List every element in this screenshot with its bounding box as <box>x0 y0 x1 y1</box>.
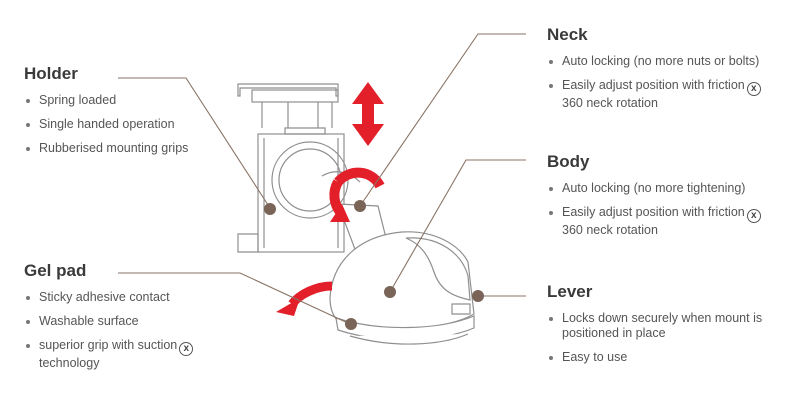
body-list: Auto locking (no more tightening) Easily… <box>547 181 761 238</box>
neck-dot <box>354 200 366 212</box>
list-item-text: superior grip with suction <box>39 338 178 352</box>
lever-title: Lever <box>547 282 593 301</box>
body-dome <box>329 231 475 345</box>
gel-pad-list: Sticky adhesive contact Washable surface… <box>24 290 194 371</box>
list-item-continuation: 360 neck rotation <box>562 223 658 237</box>
list-item: Auto locking (no more nuts or bolts) <box>547 54 761 69</box>
lever-list: Locks down securely when mount is positi… <box>547 311 762 365</box>
leader-lines <box>118 33 526 325</box>
body-leader <box>389 159 526 293</box>
neck-title: Neck <box>547 25 588 44</box>
neck-rotation-arrowhead <box>330 204 350 222</box>
list-item: Locks down securely when mount is positi… <box>547 311 762 341</box>
list-item: Spring loaded <box>24 93 188 108</box>
list-item-text: Easily adjust position with friction <box>562 205 745 219</box>
tilt-arrowhead <box>276 298 300 316</box>
body-dot <box>384 286 396 298</box>
holder-leader <box>118 77 271 209</box>
neck-list: Auto locking (no more nuts or bolts) Eas… <box>547 54 761 111</box>
x-circle-icon: x <box>746 209 761 223</box>
neck-leader <box>359 33 526 207</box>
list-item: Single handed operation <box>24 117 188 132</box>
gel-pad-dot <box>345 318 357 330</box>
list-item-continuation: 360 neck rotation <box>562 96 658 110</box>
list-item: Washable surface <box>24 314 193 329</box>
body-title: Body <box>547 152 590 171</box>
holder-list: Spring loaded Single handed operation Ru… <box>24 93 188 156</box>
list-item: Easy to use <box>547 350 762 365</box>
gel-pad-callout: Gel pad Sticky adhesive contact Washable… <box>24 261 194 371</box>
list-item-continuation: positioned in place <box>562 326 666 340</box>
lever-dot <box>472 290 484 302</box>
list-item-text: Easily adjust position with friction <box>562 78 745 92</box>
gel-pad-leader <box>118 272 351 325</box>
list-item: Auto locking (no more tightening) <box>547 181 761 196</box>
vertical-adjust-arrow <box>352 82 384 146</box>
gel-pad-title: Gel pad <box>24 261 87 280</box>
x-circle-icon: x <box>179 342 194 356</box>
list-item: Sticky adhesive contact <box>24 290 193 305</box>
holder-title: Holder <box>24 64 78 83</box>
holder-callout: Holder Spring loaded Single handed opera… <box>24 64 188 165</box>
holder-clamp <box>237 83 361 253</box>
leader-dots <box>264 200 484 330</box>
holder-dot <box>264 203 276 215</box>
body-callout: Body Auto locking (no more tightening) E… <box>547 152 761 247</box>
x-circle-icon: x <box>746 82 761 96</box>
list-item-continuation: technology <box>39 356 100 370</box>
neck-callout: Neck Auto locking (no more nuts or bolts… <box>547 25 761 120</box>
list-item: Rubberised mounting grips <box>24 141 188 156</box>
list-item-text: Locks down securely when mount is <box>562 311 763 325</box>
lever-callout: Lever Locks down securely when mount is … <box>547 282 762 374</box>
